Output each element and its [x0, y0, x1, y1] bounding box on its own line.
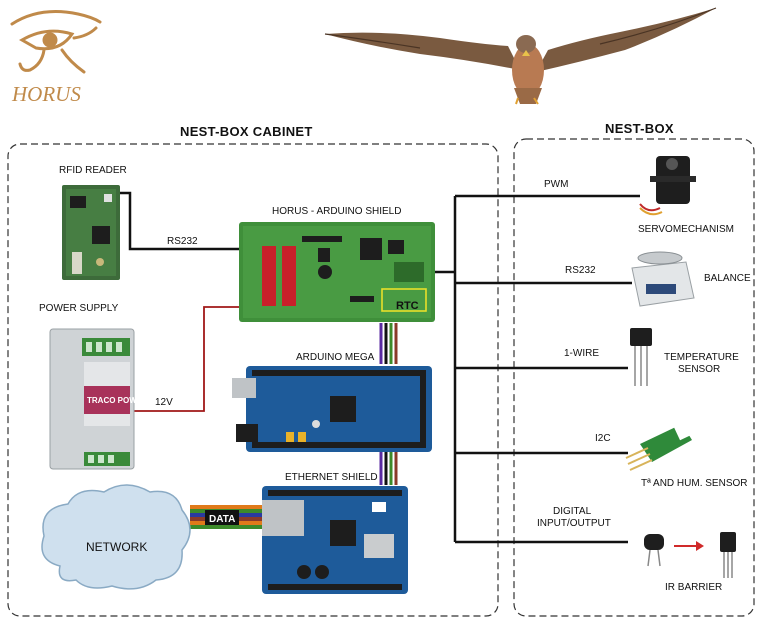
nestbox-frame [513, 138, 755, 617]
temperature-label-line2: SENSOR [678, 364, 720, 375]
servo-icon [639, 156, 696, 216]
eye-of-horus-icon [10, 10, 102, 74]
power-label: POWER SUPPLY [39, 303, 119, 314]
rtc-label: RTC [396, 300, 419, 312]
ir-barrier-label: IR BARRIER [665, 582, 722, 593]
network-label: NETWORK [86, 540, 147, 554]
balance-scale-icon [631, 251, 695, 307]
power-brand-label: TRACO POWER [87, 396, 148, 405]
shield-label: HORUS - ARDUINO SHIELD [272, 206, 401, 217]
arduino-mega-board [232, 366, 432, 452]
network-cloud [41, 484, 191, 590]
ethernet-shield-board [262, 486, 408, 594]
ethernet-label: ETHERNET SHIELD [285, 472, 378, 483]
onewire-label: 1-WIRE [564, 348, 599, 359]
nestbox-title: NEST-BOX [605, 121, 674, 136]
mega-label: ARDUINO MEGA [296, 352, 375, 363]
temp-humidity-sensor-icon [625, 419, 693, 471]
power-wire [133, 306, 248, 412]
rs232-rfid-label: RS232 [167, 236, 198, 247]
ribbon-shield-mega [379, 323, 398, 364]
horus-shield-board [239, 222, 435, 322]
data-label: DATA [209, 514, 235, 525]
digital-label-line2: INPUT/OUTPUT [537, 518, 611, 529]
rs232-balance-label: RS232 [565, 265, 596, 276]
temperature-label-line1: TEMPERATURE [664, 352, 739, 363]
rfid-wire [118, 191, 248, 251]
digital-label-line1: DIGITAL [553, 506, 592, 517]
ribbon-mega-ethernet [379, 452, 398, 485]
data-cable [190, 505, 262, 529]
v12-label: 12V [155, 397, 173, 408]
temp-humidity-label: Tª AND HUM. SENSOR [641, 478, 748, 489]
pwm-label: PWM [544, 179, 568, 190]
rfid-label: RFID READER [59, 165, 127, 176]
horus-logo: HORUS [10, 10, 102, 106]
i2c-label: I2C [595, 433, 611, 444]
kestrel-bird-image [324, 7, 717, 105]
servo-label: SERVOMECHANISM [638, 224, 734, 235]
logo-text: HORUS [11, 82, 81, 106]
temperature-sensor-icon [630, 328, 652, 386]
cabinet-frame [7, 143, 499, 617]
balance-label: BALANCE [704, 273, 751, 284]
power-supply-unit: TRACO POWER [49, 328, 148, 470]
ir-barrier-icon [644, 532, 736, 578]
wiring [118, 191, 640, 544]
rfid-reader-board [62, 185, 120, 280]
cabinet-title: NEST-BOX CABINET [180, 124, 313, 139]
